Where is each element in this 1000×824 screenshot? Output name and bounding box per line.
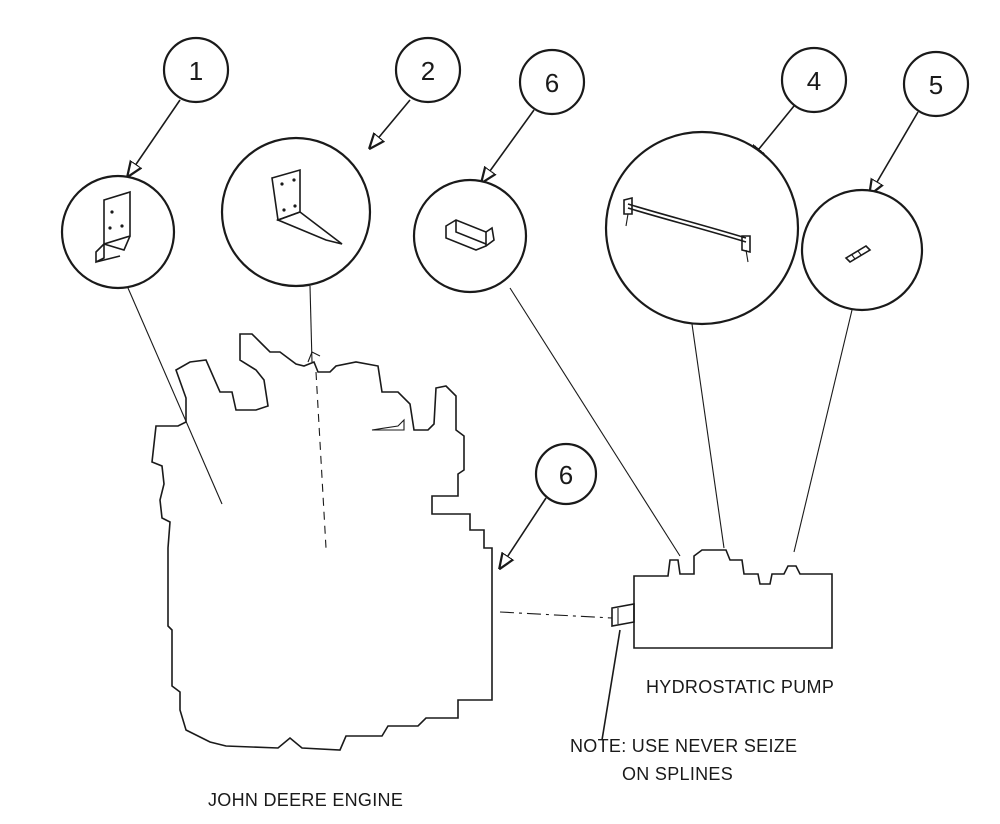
callout-2-leader bbox=[370, 99, 411, 148]
part-1-detail-circle bbox=[60, 174, 176, 290]
part-5-detail-circle bbox=[800, 188, 924, 312]
callout-1-bubble bbox=[162, 36, 230, 104]
part-6-detail-circle bbox=[412, 178, 528, 294]
callout-1: 1 bbox=[128, 36, 230, 176]
callout-2: 2 bbox=[370, 36, 462, 148]
callout-6-top-leader bbox=[482, 109, 535, 182]
note-pointer-line bbox=[601, 629, 621, 741]
callout-2-number: 2 bbox=[421, 56, 435, 86]
note-line-1: NOTE: USE NEVER SEIZE bbox=[570, 736, 797, 756]
callout-6-top-number: 6 bbox=[545, 68, 559, 98]
john-deere-engine-outline bbox=[151, 333, 493, 751]
cable-part-4-icon bbox=[623, 196, 751, 263]
part-2-detail bbox=[220, 136, 372, 288]
part-5-detail bbox=[800, 188, 924, 312]
callout-2-bubble bbox=[394, 36, 462, 104]
callout-5-leader bbox=[870, 111, 919, 194]
part-1-detail bbox=[60, 174, 176, 290]
engine-label: JOHN DEERE ENGINE bbox=[208, 790, 403, 810]
part-4-detail bbox=[604, 130, 800, 326]
callout-6-top: 6 bbox=[482, 48, 586, 182]
callout-4: 4 bbox=[750, 46, 848, 160]
bracket-part-6-icon bbox=[445, 219, 495, 251]
callout-6-engine: 6 bbox=[500, 442, 598, 568]
callout-4-number: 4 bbox=[807, 66, 821, 96]
part-6-detail bbox=[412, 178, 528, 294]
callout-1-leader bbox=[128, 99, 181, 176]
shaft-centerline bbox=[499, 611, 613, 619]
part-4-detail-circle bbox=[604, 130, 800, 326]
note-line-2: ON SPLINES bbox=[622, 764, 733, 784]
callout-1-number: 1 bbox=[189, 56, 203, 86]
detail-leader-lines bbox=[127, 285, 853, 557]
callout-6-engine-number: 6 bbox=[559, 460, 573, 490]
callout-6-engine-leader bbox=[500, 497, 547, 568]
key-part-5-icon bbox=[844, 244, 872, 264]
callout-4-bubble bbox=[780, 46, 848, 114]
callout-6-engine-bubble bbox=[534, 442, 598, 506]
callout-6-top-bubble bbox=[518, 48, 586, 116]
callout-5: 5 bbox=[870, 50, 970, 194]
callout-5-bubble bbox=[902, 50, 970, 118]
hydrostatic-pump-outline bbox=[611, 549, 833, 649]
callout-5-number: 5 bbox=[929, 70, 943, 100]
bracket-part-1-icon bbox=[95, 190, 131, 264]
plate-part-2-icon bbox=[271, 168, 343, 245]
pump-label: HYDROSTATIC PUMP bbox=[646, 677, 834, 697]
part-2-detail-circle bbox=[220, 136, 372, 288]
